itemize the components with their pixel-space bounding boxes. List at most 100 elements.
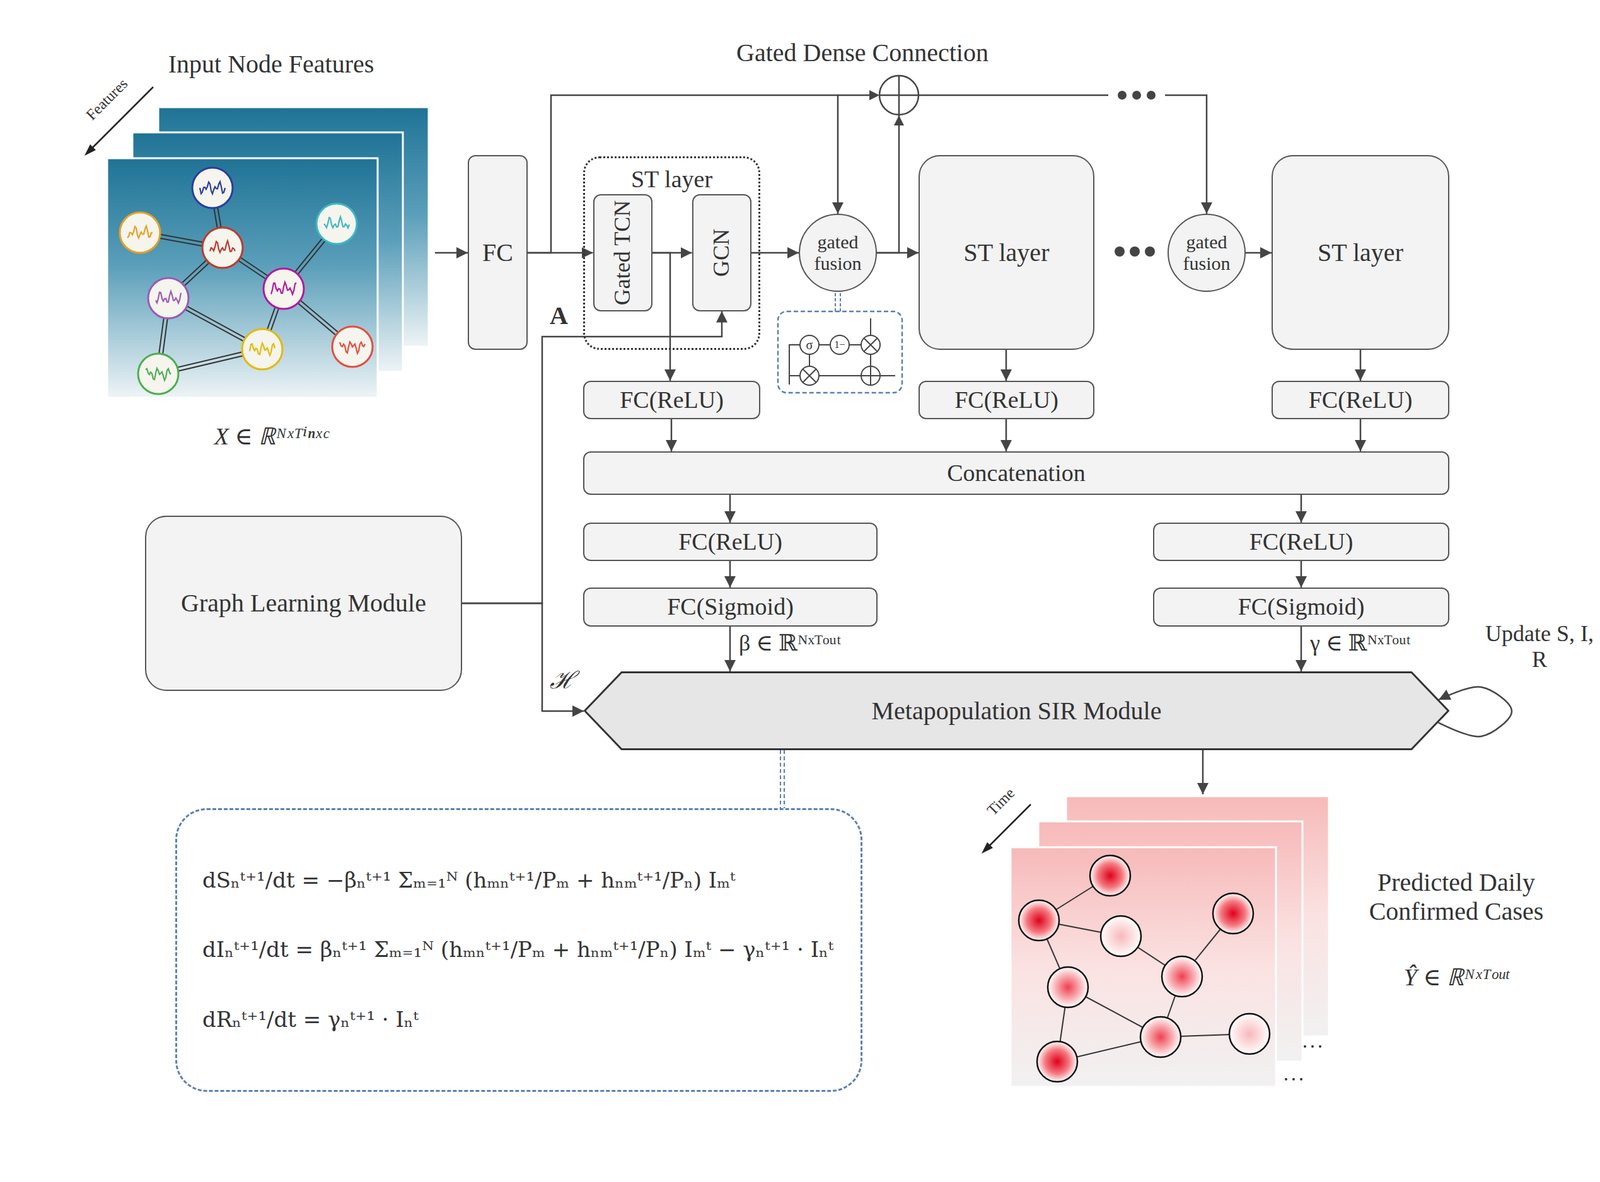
fusion-detail-box (777, 311, 903, 393)
fusion-circle: gated fusion (1167, 213, 1246, 292)
stack-panel (107, 158, 378, 398)
series-squiggle (339, 341, 366, 354)
graph-node (1229, 1013, 1270, 1055)
connector-arrow (670, 419, 673, 452)
node-label: FC (482, 238, 514, 268)
sigmoid-op (800, 335, 819, 355)
fc-box: FC (467, 155, 528, 350)
connector-arrow (1437, 687, 1512, 737)
edge-group (527, 95, 838, 253)
series-squiggle (145, 368, 171, 381)
ellipsis-dot (1311, 1045, 1314, 1048)
hexagon-shape (585, 672, 1449, 750)
node-label: FC(ReLU) (678, 528, 783, 557)
edge-group (1006, 419, 1007, 452)
node-label: Concatenation (946, 459, 1085, 488)
connector-arrow (527, 95, 838, 253)
output-cases: Predicted Daily Confirmed Cases Ŷ ∈ ℝᴺˣᵀᵒ… (1008, 794, 1577, 1091)
edge-group (652, 252, 671, 381)
graph-node (148, 278, 189, 319)
edge-label: β ∈ ℝᴺˣᵀᵒᵘᵗ (738, 630, 928, 657)
detail-link (839, 293, 841, 312)
node-label: ST layer (631, 165, 713, 194)
node-label: Gated TCN (609, 199, 636, 307)
series-squiggle (199, 181, 226, 194)
fc-relu-box: FC(ReLU) (1271, 380, 1450, 420)
dashed-link-core (781, 750, 784, 809)
fc-relu-box: FC(ReLU) (583, 522, 878, 562)
wire (869, 354, 872, 367)
node-label: ST layer (1317, 238, 1404, 268)
connector-arrow (751, 252, 800, 255)
edge-group (1360, 349, 1362, 381)
fc-relu-box: FC(ReLU) (1153, 522, 1450, 562)
edge-group (730, 626, 731, 672)
edge-group (1245, 252, 1272, 254)
one-minus-op (830, 335, 850, 355)
wire (849, 344, 862, 346)
connector-arrow (729, 561, 732, 588)
wire (808, 354, 811, 367)
gap-patch (1108, 83, 1166, 107)
op-symbol: σ (806, 337, 814, 353)
ellipsis-dot (1146, 90, 1156, 100)
wire (869, 318, 872, 336)
axis-label: Features (82, 75, 132, 124)
connector-arrow (1005, 349, 1008, 381)
ellipsis-dot (1144, 246, 1155, 257)
node-label: FC(ReLU) (619, 386, 724, 415)
graph-node (1161, 956, 1203, 997)
st-layer-box: ST layer (1271, 155, 1450, 350)
edge-label: A (549, 301, 578, 331)
stack-panel (1010, 847, 1276, 1087)
series-squiggle (249, 342, 275, 355)
fusion-circle: gated fusion (798, 213, 877, 292)
connector-arrow (1300, 561, 1303, 588)
edge-group (462, 603, 584, 712)
sum-cross (898, 75, 901, 115)
graph-node (242, 329, 283, 370)
node-label: ST layer (963, 238, 1050, 268)
edge-group (1360, 419, 1362, 452)
wire (789, 344, 800, 385)
edge-group (1301, 494, 1302, 523)
st-layer-box: ST layer (918, 155, 1095, 350)
gcn-box: GCN (692, 194, 752, 312)
node-label: dSₙᵗ⁺¹/dt = −βₙᵗ⁺¹ Σₘ₌₁ᴺ (hₘₙᵗ⁺¹/Pₘ + hₙ… (202, 868, 736, 893)
fc-relu-box: FC(ReLU) (583, 380, 761, 420)
edge-group (1301, 561, 1302, 588)
series-squiggle (324, 216, 350, 228)
op-symbol: 1− (834, 339, 845, 351)
edge-group (730, 494, 731, 523)
equation-box: dSₙᵗ⁺¹/dt = −βₙᵗ⁺¹ Σₘ₌₁ᴺ (hₘₙᵗ⁺¹/Pₘ + hₙ… (175, 808, 863, 1092)
node-label: gated fusion (1173, 231, 1240, 275)
graph-node (263, 268, 304, 309)
node-sublabel: X ∈ ℝᴺˣᵀⁱⁿˣᶜ (214, 423, 329, 451)
wire (818, 375, 862, 377)
graph-node (1089, 855, 1131, 896)
ellipsis-dot (1292, 1078, 1295, 1081)
ellipsis-dot (1129, 246, 1140, 257)
connector-arrow (1300, 626, 1303, 672)
graph-node (202, 227, 243, 268)
connector-arrow (1245, 252, 1272, 255)
edge-group (671, 419, 673, 452)
node-label: Graph Learning Module (180, 588, 427, 618)
connector-arrow (1359, 419, 1362, 452)
connector-arrow (729, 494, 732, 523)
fc-relu-box: FC(ReLU) (918, 380, 1095, 420)
edge-group (1202, 750, 1204, 795)
st-layer-group: Gated TCN GCNST layer (583, 156, 761, 350)
node-label: Metapopulation SIR Module (871, 696, 1162, 726)
node-label: Predicted Daily Confirmed Cases (1336, 868, 1577, 927)
graph-node (316, 203, 357, 244)
graph-node (1100, 915, 1142, 957)
node-label: FC(ReLU) (954, 386, 1059, 415)
wire (880, 375, 896, 377)
node-sublabel: Ŷ ∈ ℝᴺˣᵀᵒᵘᵗ (1403, 963, 1509, 992)
fc-sigmoid-box: FC(Sigmoid) (1153, 587, 1450, 627)
op-glyphs (802, 337, 881, 386)
series-squiggle (271, 282, 297, 295)
